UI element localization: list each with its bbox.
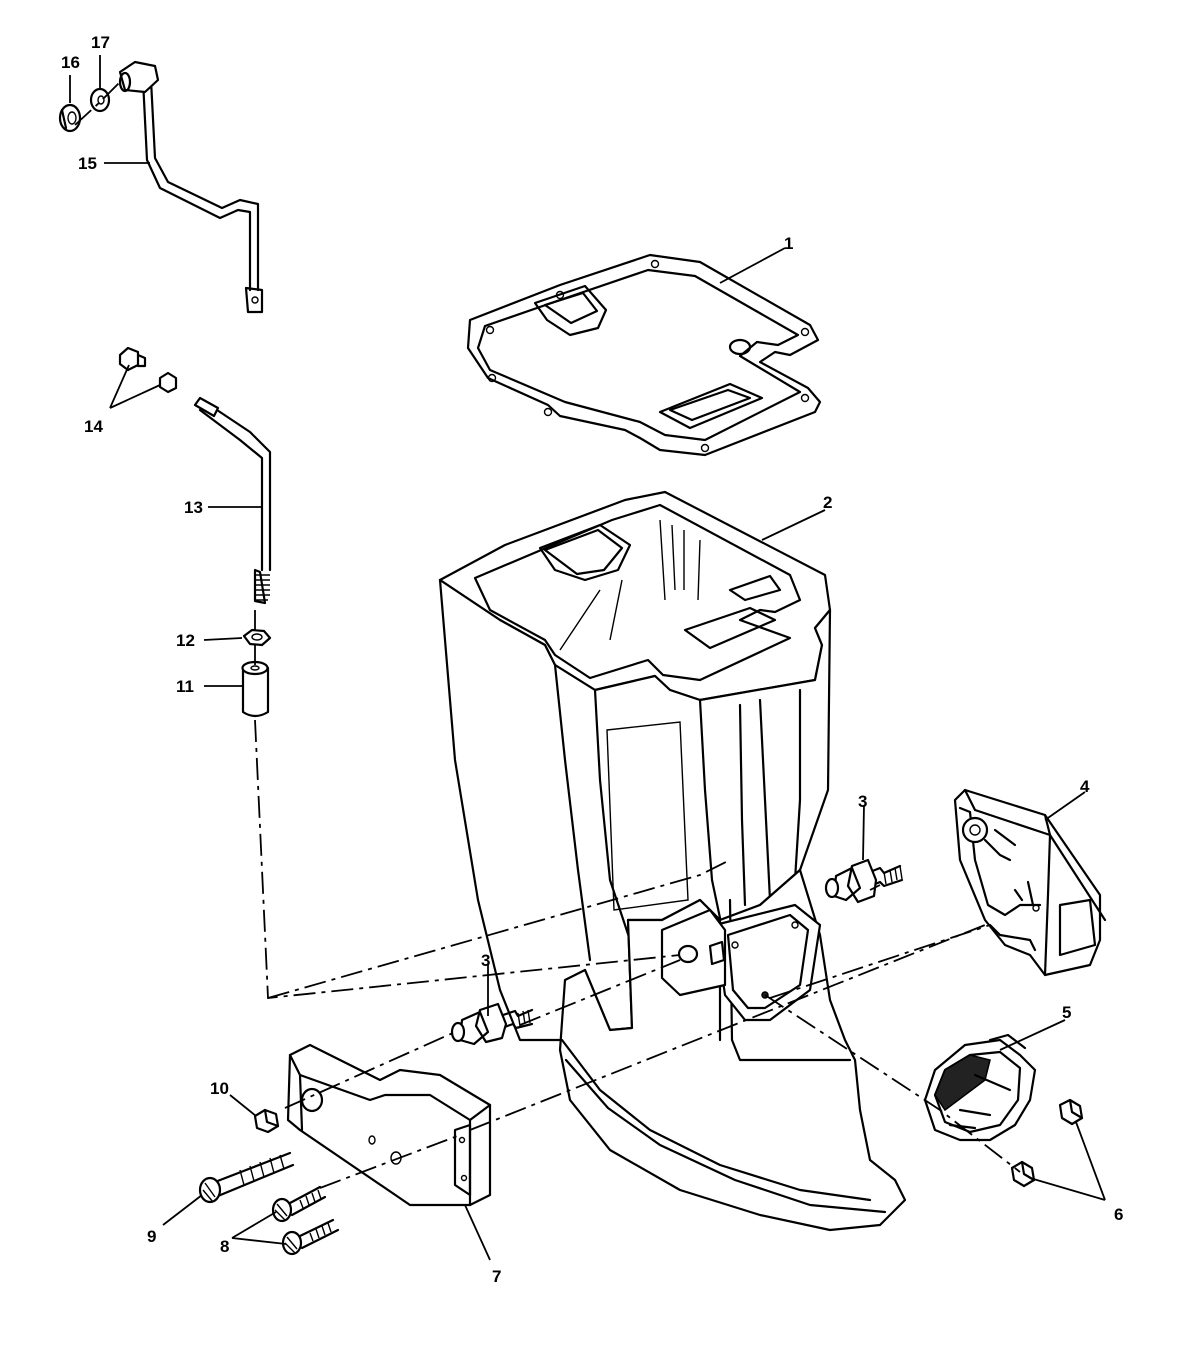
callout-11: 11 (176, 677, 194, 696)
bracket-screws-part (271, 1185, 340, 1256)
callout-1: 1 (784, 234, 793, 253)
rubber-mount-upper-part (824, 858, 904, 904)
alignment-lines (74, 79, 1021, 1189)
shift-shaft-part (118, 60, 264, 314)
callout-13: 13 (184, 498, 203, 517)
callout-9: 9 (147, 1227, 156, 1246)
callout-6: 6 (1114, 1205, 1123, 1224)
callout-12: 12 (176, 631, 195, 650)
washer-part (89, 87, 111, 113)
callout-2: 2 (823, 493, 832, 512)
callout-labels: 1 2 3 3 4 5 6 7 8 9 10 11 12 13 14 15 16… (61, 33, 1123, 1286)
retainer-clip-part (58, 103, 82, 133)
upper-mount-bracket-part (953, 788, 1107, 977)
callout-10: 10 (210, 1079, 229, 1098)
callout-8: 8 (220, 1237, 229, 1256)
callout-3-upper: 3 (858, 792, 867, 811)
long-bolt-part (198, 1151, 295, 1204)
callout-17: 17 (91, 33, 110, 52)
leader-lines (69, 55, 1106, 1261)
cover-bolts-part (1010, 1098, 1084, 1188)
hex-nut-part (242, 628, 272, 647)
rubber-mount-lower-part (450, 1002, 534, 1046)
callout-14: 14 (84, 417, 103, 436)
nut-part (253, 1108, 280, 1134)
callout-16: 16 (61, 53, 80, 72)
screw-and-nut-part (118, 346, 178, 394)
lower-mount-bracket-part (286, 1043, 492, 1207)
spacer-part (241, 660, 270, 718)
driveshaft-housing-part (438, 490, 907, 1232)
callout-4: 4 (1080, 777, 1090, 796)
shift-rod-part (193, 396, 272, 605)
callout-7: 7 (492, 1267, 501, 1286)
gasket-part (466, 253, 822, 457)
callout-3-lower: 3 (481, 951, 490, 970)
callout-5: 5 (1062, 1003, 1071, 1022)
cover-plate-part (923, 1033, 1037, 1142)
callout-15: 15 (78, 154, 97, 173)
